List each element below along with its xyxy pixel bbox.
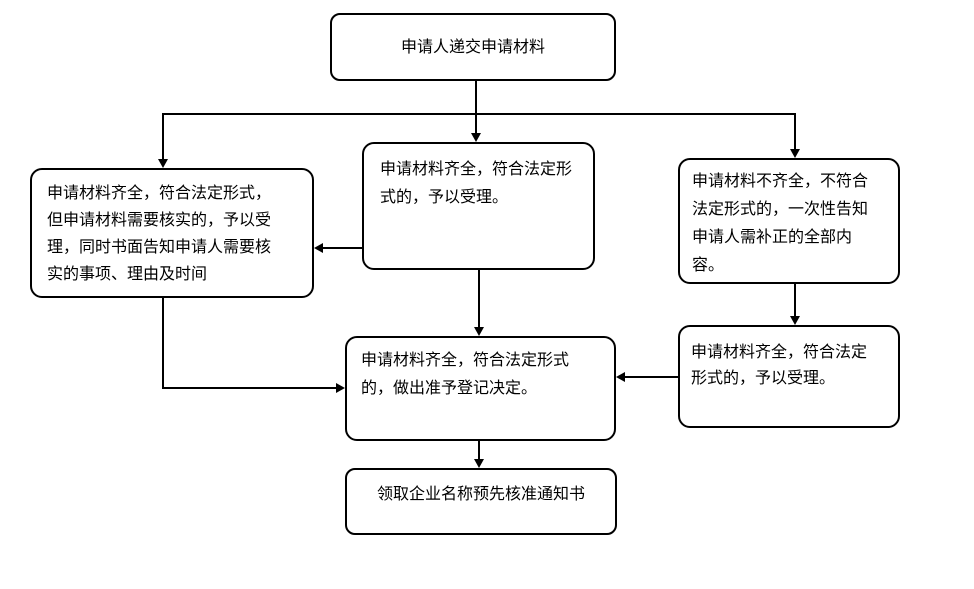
node-text-line: 申请人递交申请材料: [400, 38, 545, 56]
connector-split-bar: [162, 113, 796, 115]
node-receive-preapproval-notice: 领取企业名称预先核准通知书: [345, 468, 617, 535]
node-text-line: 申请材料齐全，符合法定: [691, 344, 868, 361]
connector-split-to-right: [794, 113, 796, 149]
connector-decision-to-end: [478, 441, 480, 460]
node-accepted-needs-verification: 申请材料齐全，符合法定形式， 但申请材料需要核实的，予以受 理，同时书面告知申请…: [30, 168, 314, 298]
node-text-line: 的，做出准予登记决定。: [361, 380, 538, 397]
node-text-line: 理，同时书面告知申请人需要核: [47, 239, 272, 256]
node-text-line: 但申请材料需要核实的，予以受: [47, 212, 272, 229]
node-submit-application: 申请人递交申请材料: [330, 13, 616, 81]
connector-middle-to-decision: [478, 270, 480, 328]
node-text-line: 法定形式的，一次性告知: [692, 201, 869, 218]
arrowhead-down-icon: [471, 133, 481, 142]
connector-split-to-middle: [475, 113, 477, 134]
node-text-line: 式的，予以受理。: [380, 189, 509, 206]
node-text-line: 申请材料齐全，符合法定形式，: [47, 185, 272, 202]
connector-left-down: [162, 297, 164, 388]
node-text-line: 形式的，予以受理。: [691, 370, 836, 387]
node-text-line: 领取企业名称预先核准通知书: [376, 486, 585, 503]
connector-middle-to-left: [322, 247, 362, 249]
arrowhead-left-icon: [314, 243, 323, 253]
arrowhead-down-icon: [158, 159, 168, 168]
arrowhead-right-icon: [336, 383, 345, 393]
connector-right2-to-decision: [625, 376, 678, 378]
node-text-line: 容。: [692, 257, 725, 274]
node-incomplete-notify-corrections: 申请材料不齐全，不符合 法定形式的，一次性告知 申请人需补正的全部内 容。: [678, 158, 900, 284]
arrowhead-down-icon: [474, 327, 484, 336]
arrowhead-left-icon: [616, 372, 625, 382]
connector-split-to-left: [162, 113, 164, 159]
connector-start-to-split: [475, 81, 477, 113]
node-text-line: 申请材料不齐全，不符合: [692, 173, 869, 190]
node-text-line: 实的事项、理由及时间: [47, 266, 208, 283]
arrowhead-down-icon: [790, 149, 800, 158]
node-accepted: 申请材料齐全，符合法定形 式的，予以受理。: [362, 142, 595, 270]
node-accepted-after-correction: 申请材料齐全，符合法定 形式的，予以受理。: [678, 325, 900, 428]
node-text-line: 申请人需补正的全部内: [692, 229, 853, 246]
node-text-line: 申请材料齐全，符合法定形式: [361, 352, 570, 369]
node-text-line: 申请材料齐全，符合法定形: [380, 161, 573, 178]
arrowhead-down-icon: [474, 459, 484, 468]
connector-left-to-decision: [162, 387, 337, 389]
node-registration-approval-decision: 申请材料齐全，符合法定形式 的，做出准予登记决定。: [345, 336, 616, 441]
arrowhead-down-icon: [790, 316, 800, 325]
connector-right-to-right2: [794, 284, 796, 317]
